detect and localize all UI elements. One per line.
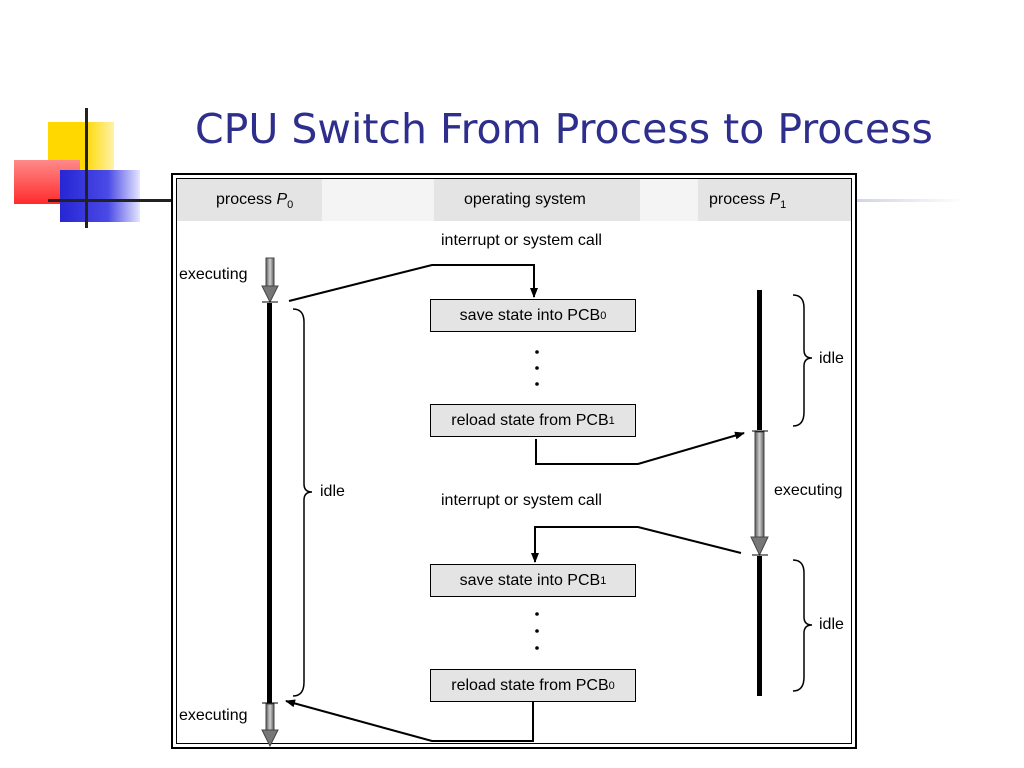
- header-white-gap-left: [322, 179, 434, 221]
- header-p1-text: process: [709, 191, 770, 208]
- header-p0-var: P: [276, 191, 288, 208]
- flow-arrow-os-to-p1: [535, 431, 745, 465]
- p0-executing-arrowhead-top: [261, 285, 279, 304]
- logo-fade-line: [855, 199, 965, 202]
- p0-executing-bar-top: [265, 257, 275, 287]
- logo-vertical-line: [85, 108, 88, 228]
- reload-state-pcb1-sub: 1: [608, 414, 615, 427]
- p1-executing-arrowhead: [750, 536, 769, 557]
- save-state-pcb0-text: save state into PCB: [459, 306, 601, 324]
- header-process-p1: process P1: [709, 191, 786, 211]
- interrupt-label-1: interrupt or system call: [441, 232, 602, 249]
- p0-executing-label-top: executing: [179, 266, 248, 283]
- save-state-pcb1-text: save state into PCB: [459, 571, 601, 589]
- save-state-pcb1-sub: 1: [600, 574, 607, 587]
- ellipsis-dots-2: [535, 612, 539, 650]
- header-p0-sub: 0: [287, 199, 294, 212]
- p0-executing-bar-bottom: [265, 703, 275, 731]
- ellipsis-dots-1: [535, 350, 539, 386]
- diagram-frame-outer: [171, 173, 857, 749]
- header-band: [177, 179, 851, 221]
- p1-idle-brace-bottom: [792, 559, 813, 692]
- header-p1-var: P: [769, 191, 781, 208]
- p1-executing-bar: [754, 431, 765, 538]
- header-process-p0: process P0: [216, 191, 293, 211]
- logo-horizontal-line: [48, 199, 173, 202]
- reload-state-pcb0-text: reload state from PCB: [451, 676, 609, 694]
- p1-idle-label-bottom: idle: [819, 616, 844, 633]
- logo-blue-square: [60, 170, 140, 222]
- page-title: CPU Switch From Process to Process: [195, 105, 933, 153]
- p1-idle-label-top: idle: [819, 350, 844, 367]
- p0-idle-brace: [292, 308, 313, 697]
- p0-timeline: [261, 257, 279, 748]
- diagram-frame-inner: [176, 178, 852, 744]
- p1-executing-label: executing: [774, 482, 843, 499]
- p0-idle-bar: [267, 303, 272, 703]
- p1-idle-bar-bottom: [757, 556, 762, 696]
- header-p1-sub: 1: [780, 199, 787, 212]
- save-state-pcb0-sub: 0: [600, 309, 607, 322]
- flow-arrow-p1-to-os: [531, 526, 742, 563]
- header-operating-system: operating system: [464, 191, 586, 208]
- p0-executing-label-bottom: executing: [179, 707, 248, 724]
- p1-idle-brace-top: [792, 294, 813, 427]
- header-p0-text: process: [216, 191, 277, 208]
- p1-timeline: [750, 290, 769, 696]
- p0-idle-label: idle: [320, 483, 345, 500]
- reload-state-pcb1-text: reload state from PCB: [451, 411, 609, 429]
- p1-idle-bar-top: [757, 290, 762, 430]
- interrupt-label-2: interrupt or system call: [441, 492, 602, 509]
- flow-arrow-os-to-p0: [285, 699, 534, 742]
- flow-arrow-p0-to-os: [288, 264, 538, 302]
- p0-executing-arrowhead-bottom: [261, 729, 279, 748]
- header-white-gap-right: [640, 179, 698, 221]
- reload-state-pcb0-sub: 0: [608, 679, 615, 692]
